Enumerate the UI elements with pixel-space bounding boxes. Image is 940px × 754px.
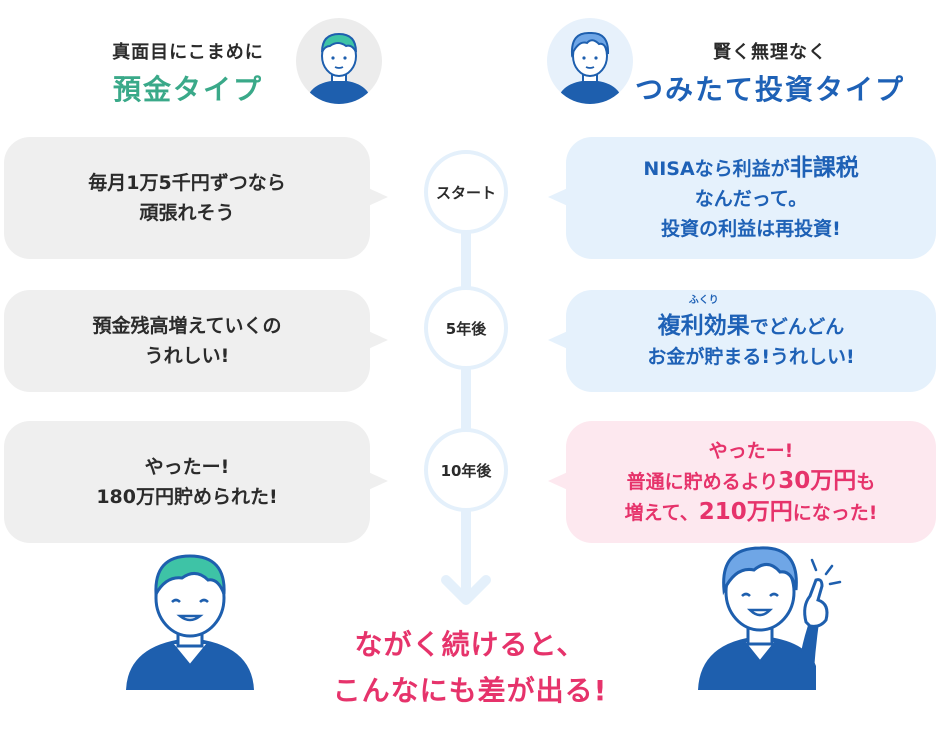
saver-avatar	[296, 18, 382, 104]
conclusion-text: ながく続けると、 こんなにも差が出る!	[270, 622, 670, 714]
bubble-line: やったー!	[144, 456, 230, 478]
bubble-emphasis-with-ruby: ふくり複利効果	[657, 295, 750, 341]
right-type-header: 賢く無理なく つみたて投資タイプ	[610, 38, 930, 108]
bubble-text: 普通に貯めるより	[626, 471, 779, 493]
timeline-node-label: 5年後	[445, 319, 487, 338]
bubble-text: になった!	[792, 502, 878, 524]
bubble-text: 増えて、	[624, 502, 699, 524]
left-type-header: 真面目にこまめに 預金タイプ	[88, 38, 288, 108]
conclusion-line-2: こんなにも差が出る!	[332, 674, 608, 707]
timeline-arrow-icon	[441, 575, 491, 605]
bubble-text: NISAなら利益が	[643, 157, 790, 180]
bubble-emphasis: 30万円	[778, 468, 857, 494]
timeline-node-5-years: 5年後	[424, 286, 508, 370]
bubble-line: なんだって。	[694, 187, 808, 210]
investor-avatar	[547, 18, 633, 104]
bubble-line: 毎月1万5千円ずつなら	[88, 172, 286, 194]
left-type-subtitle: 真面目にこまめに	[112, 42, 264, 63]
bubble-text: も	[856, 471, 876, 493]
investor-bubble-5-years: ふくり複利効果でどんどん お金が貯まる!うれしい!	[548, 290, 936, 392]
timeline-node-label: スタート	[435, 183, 496, 202]
bubble-emphasis: 複利効果	[657, 312, 750, 339]
left-type-title: 預金タイプ	[112, 73, 263, 106]
bubble-text: でどんどん	[749, 315, 845, 338]
bubble-line: やったー!	[708, 440, 794, 462]
sparkle-line	[828, 580, 842, 586]
timeline-node-start: スタート	[424, 150, 508, 234]
bubble-emphasis: 210万円	[698, 499, 793, 525]
saver-person-icon	[306, 32, 372, 104]
sparkle-line	[810, 558, 818, 572]
timeline-node-10-years: 10年後	[424, 428, 508, 512]
saver-character-icon	[126, 554, 254, 690]
timeline-node-label: 10年後	[440, 461, 492, 480]
bubble-line: 預金残高増えていくの	[92, 315, 282, 337]
bubble-line: 投資の利益は再投資!	[661, 217, 841, 240]
saver-bubble-5-years: 預金残高増えていくの うれしい!	[4, 290, 388, 392]
ruby-text: ふくり	[688, 294, 719, 306]
investor-bubble-10-years: やったー! 普通に貯めるより30万円も 増えて、210万円になった!	[548, 421, 936, 543]
bubble-line: うれしい!	[144, 345, 230, 367]
conclusion-line-1: ながく続けると、	[354, 628, 586, 661]
bubble-line: 180万円貯められた!	[96, 486, 278, 508]
bubble-line: 頑張れそう	[139, 202, 235, 224]
right-type-title: つみたて投資タイプ	[634, 73, 905, 106]
investor-character-icon	[698, 546, 842, 690]
investor-bubble-start: NISAなら利益が非課税 なんだって。 投資の利益は再投資!	[548, 137, 936, 259]
saver-bubble-start: 毎月1万5千円ずつなら 頑張れそう	[4, 137, 388, 259]
investor-person-icon	[557, 31, 623, 104]
saver-bubble-10-years: やったー! 180万円貯められた!	[4, 421, 388, 543]
bubble-emphasis: 非課税	[789, 154, 859, 181]
bubble-line: お金が貯まる!うれしい!	[647, 345, 855, 368]
sparkle-line	[824, 564, 834, 576]
timeline-track	[441, 230, 491, 605]
right-type-subtitle: 賢く無理なく	[713, 42, 827, 63]
